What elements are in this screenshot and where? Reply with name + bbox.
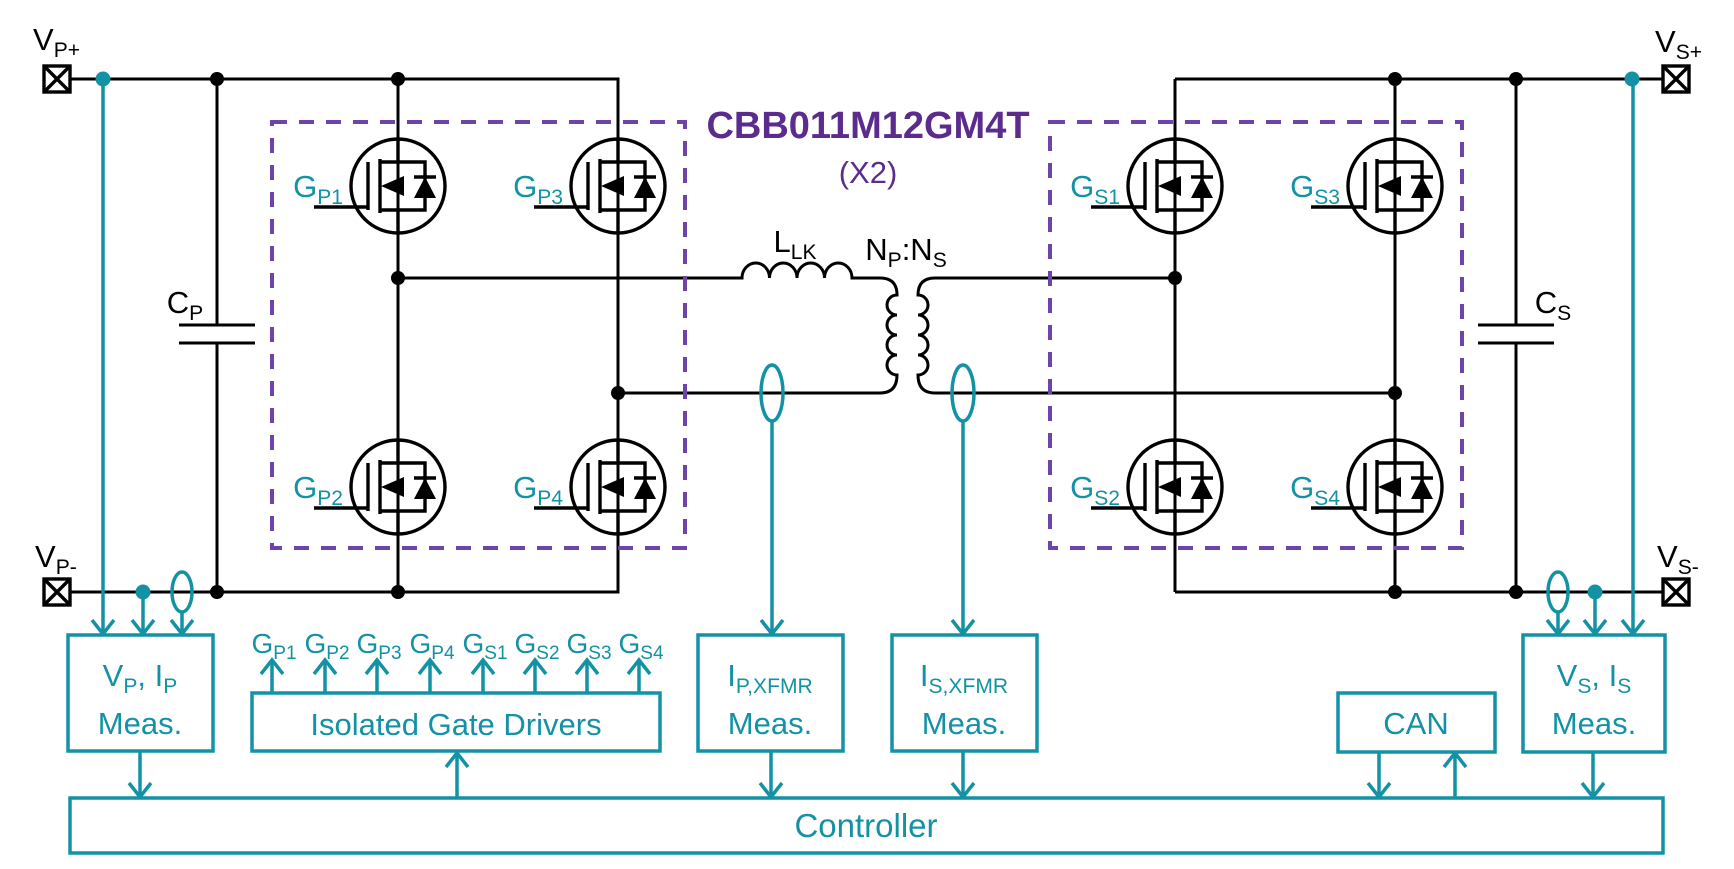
svg-text:GS2: GS2 [514, 628, 559, 664]
controller-links [127, 750, 1606, 800]
module-quantity: (X2) [839, 155, 898, 190]
vp-ip-meas-line1: VP, IP [103, 658, 178, 698]
svg-text:GP1: GP1 [251, 628, 296, 664]
primary-bridge [312, 137, 667, 536]
leakage-inductor-label: LLK [773, 224, 816, 264]
module-part-number: CBB011M12GM4T [706, 105, 1029, 147]
svg-text:GP4: GP4 [409, 628, 454, 664]
svg-text:GP2: GP2 [304, 628, 349, 664]
gate-drivers-label: Isolated Gate Drivers [310, 707, 601, 742]
junction-dots [210, 72, 1523, 599]
vp-minus-label: VP- [35, 539, 77, 579]
cap-primary-label: CP [167, 285, 203, 325]
vp-ip-meas-box [66, 633, 215, 753]
cap-secondary-label: CS [1535, 285, 1571, 325]
terminal-icon-vp-plus [42, 64, 72, 94]
terminal-icon-vs-plus [1661, 64, 1691, 94]
vs-is-meas-box [1521, 633, 1667, 754]
terminal-icon-vs-minus [1661, 577, 1691, 607]
gp4-label: GP4 [513, 470, 563, 510]
transformer [618, 276, 1395, 395]
is-xfmr-line1: IS,XFMR [920, 658, 1008, 698]
gp3-label: GP3 [513, 169, 563, 209]
vp-ip-meas-line2: Meas. [98, 706, 182, 741]
gs1-label: GS1 [1070, 169, 1120, 209]
dc-link-capacitor-primary [179, 79, 255, 592]
controller-label: Controller [794, 807, 937, 844]
controller-box [68, 796, 1665, 855]
vs-minus-label: VS- [1657, 539, 1699, 579]
svg-text:GP3: GP3 [356, 628, 401, 664]
secondary-bridge [1089, 137, 1444, 536]
current-sensor-icon-is [1546, 570, 1570, 614]
is-xfmr-line2: Meas. [922, 706, 1006, 741]
can-label: CAN [1383, 706, 1448, 741]
vs-is-meas-line2: Meas. [1552, 706, 1636, 741]
gate-signal-labels: GP1 GP2 GP3 GP4 GS1 GS2 GS3 GS4 [251, 628, 663, 664]
vs-plus-label: VS+ [1655, 24, 1702, 64]
svg-text:GS1: GS1 [462, 628, 507, 664]
gs3-label: GS3 [1290, 169, 1340, 209]
ip-xfmr-meas-box [696, 633, 845, 753]
turns-ratio-label: NP:NS [865, 232, 947, 272]
current-sensor-icon-ip-xfmr [759, 363, 785, 423]
ip-xfmr-line2: Meas. [728, 706, 812, 741]
dc-bus-wires [70, 77, 1663, 594]
gs2-label: GS2 [1070, 470, 1120, 510]
current-sensor-icon-is-xfmr [950, 363, 976, 423]
ip-xfmr-line1: IP,XFMR [727, 658, 813, 698]
gs4-label: GS4 [1290, 470, 1340, 510]
gp1-label: GP1 [293, 169, 343, 209]
gp2-label: GP2 [293, 470, 343, 510]
terminal-icon-vp-minus [42, 577, 72, 607]
gate-drive-arrows [259, 657, 652, 693]
primary-module-outline [270, 120, 687, 550]
current-sensor-icon-ip [170, 570, 194, 614]
vp-plus-label: VP+ [33, 22, 80, 62]
secondary-module-outline [1048, 120, 1464, 550]
is-xfmr-meas-box [890, 633, 1039, 753]
vs-is-meas-line1: VS, IS [1557, 658, 1632, 698]
dc-link-capacitor-secondary [1478, 79, 1554, 592]
leakage-inductor [398, 261, 880, 280]
svg-text:GS3: GS3 [566, 628, 611, 664]
svg-text:GS4: GS4 [618, 628, 663, 664]
can-box [1336, 691, 1497, 754]
measurement-taps [90, 71, 1646, 637]
gate-drivers-box [250, 691, 662, 753]
